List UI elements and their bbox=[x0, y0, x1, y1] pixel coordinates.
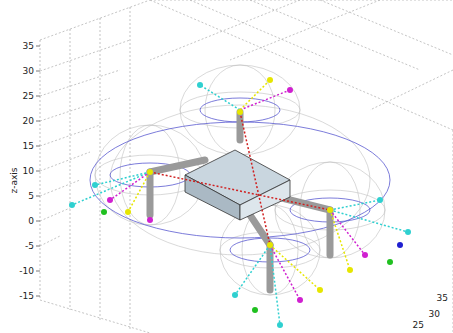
tick-label: 0 bbox=[28, 216, 34, 227]
axis-title: z-axis bbox=[8, 167, 19, 193]
tick-label: 35 bbox=[437, 293, 448, 304]
tick-label: 25 bbox=[413, 320, 424, 331]
tick-label: 20 bbox=[23, 116, 34, 127]
tick-label: 30 bbox=[23, 66, 34, 77]
tick-label: 10 bbox=[23, 166, 34, 177]
tick-label: -5 bbox=[25, 241, 34, 252]
tick-label: 25 bbox=[23, 91, 34, 102]
tick-label: 30 bbox=[429, 309, 440, 320]
tick-label: -10 bbox=[19, 266, 34, 277]
tick-label: 35 bbox=[23, 41, 34, 52]
tick-label: 5 bbox=[28, 191, 34, 202]
tick-label: 15 bbox=[23, 141, 34, 152]
tick-label: -15 bbox=[19, 291, 34, 302]
